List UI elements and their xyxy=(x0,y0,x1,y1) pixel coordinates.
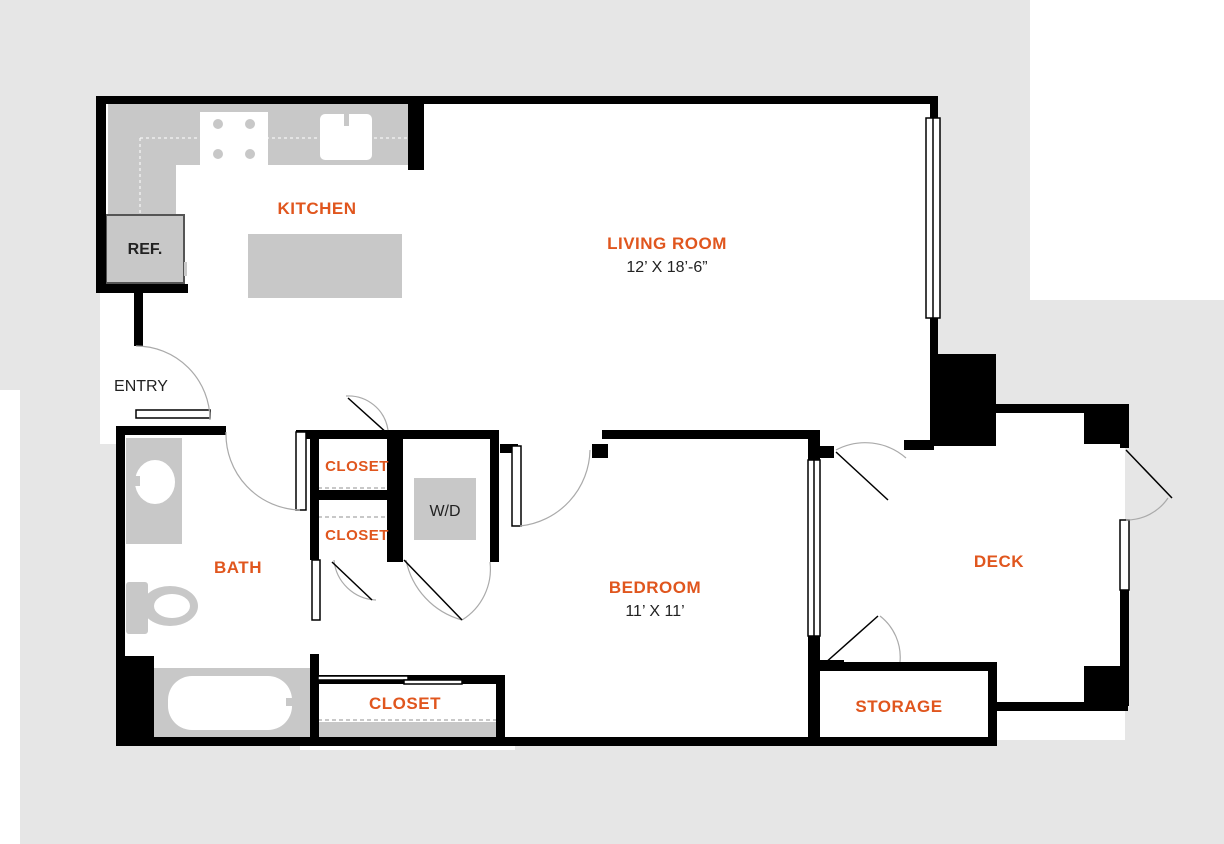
bath-fixtures xyxy=(126,438,310,738)
wall-right-living-lower xyxy=(930,318,938,358)
door-leaf-lines xyxy=(331,397,1173,665)
label-washer-dryer: W/D xyxy=(429,503,460,520)
label-closet-lower: CLOSET xyxy=(325,527,389,544)
wall-closet-top xyxy=(300,430,392,439)
wall-left-entry xyxy=(134,284,143,346)
label-living-room-dim: 12’ X 18’-6” xyxy=(626,259,707,276)
wall-bedroom-top-left xyxy=(500,444,518,453)
wall-closet-right xyxy=(387,430,403,562)
label-bath: BATH xyxy=(214,558,262,577)
wall-top xyxy=(96,96,936,104)
bathroom-sink-icon xyxy=(134,460,175,504)
label-bedroom: BEDROOM xyxy=(609,578,701,597)
room-labels: KITCHEN LIVING ROOM 12’ X 18’-6” BEDROOM… xyxy=(114,199,1024,716)
stove-icon xyxy=(200,112,268,168)
walls xyxy=(96,96,1129,746)
wall-column-stub xyxy=(904,440,934,450)
sink-icon xyxy=(320,112,372,160)
floor-deck xyxy=(815,410,1125,740)
wall-left-kitchen xyxy=(96,96,106,293)
wall-deck-left-bottom xyxy=(988,662,997,746)
wall-right-living xyxy=(930,96,938,118)
washer-dryer-icon xyxy=(414,478,476,540)
closet-shelves xyxy=(318,487,498,721)
label-kitchen: KITCHEN xyxy=(277,199,356,218)
wall-closet-left xyxy=(310,430,319,560)
wall-storage-top xyxy=(816,662,996,671)
wall-kitchen-divider xyxy=(408,96,424,170)
wall-wd-top xyxy=(387,430,499,439)
label-bedroom-dim: 11’ X 11’ xyxy=(625,603,684,620)
wall-entry-bottom xyxy=(116,426,226,435)
wall-deck-block-bottom xyxy=(1084,666,1128,706)
toilet-icon xyxy=(126,582,198,634)
label-storage: STORAGE xyxy=(855,697,942,716)
label-living-room: LIVING ROOM xyxy=(607,234,727,253)
kitchen-fixtures xyxy=(105,104,412,298)
wall-storage-stub xyxy=(820,660,844,670)
floor-area xyxy=(100,100,1125,750)
wall-deck-top xyxy=(996,404,1128,413)
wall-bottom-main xyxy=(116,737,996,746)
kitchen-island-icon xyxy=(248,234,402,298)
wall-bedroom-top xyxy=(602,430,816,439)
label-refrigerator: REF. xyxy=(128,241,163,258)
floor-bedroom xyxy=(500,432,820,745)
label-entry: ENTRY xyxy=(114,378,168,395)
bathtub-icon xyxy=(154,668,310,738)
wall-bath-thick xyxy=(116,656,154,746)
label-deck: DECK xyxy=(974,552,1024,571)
closet-rod xyxy=(318,722,498,738)
wall-bath-right xyxy=(310,654,319,746)
wall-bedroom-stub xyxy=(820,446,834,458)
wall-closet-mid xyxy=(310,490,392,500)
door-swing-icon xyxy=(135,345,1169,663)
wall-column xyxy=(930,354,996,446)
wall-wd-right xyxy=(490,430,499,562)
wall-bedroom-notch xyxy=(592,444,608,458)
wall-bedroom-right xyxy=(808,636,820,746)
window-icon xyxy=(135,117,1130,685)
label-closet-bedroom: CLOSET xyxy=(369,694,441,713)
label-closet-upper: CLOSET xyxy=(325,458,389,475)
wall-deck-right-top xyxy=(1120,404,1129,448)
wall-deck-bottom xyxy=(996,702,1128,711)
wall-closet-bedroom-right xyxy=(496,675,505,745)
wall-bedroom-right-top xyxy=(808,430,820,460)
refrigerator-icon xyxy=(105,214,187,284)
wall-deck-right xyxy=(1120,590,1129,706)
wall-bath-left xyxy=(116,426,125,746)
